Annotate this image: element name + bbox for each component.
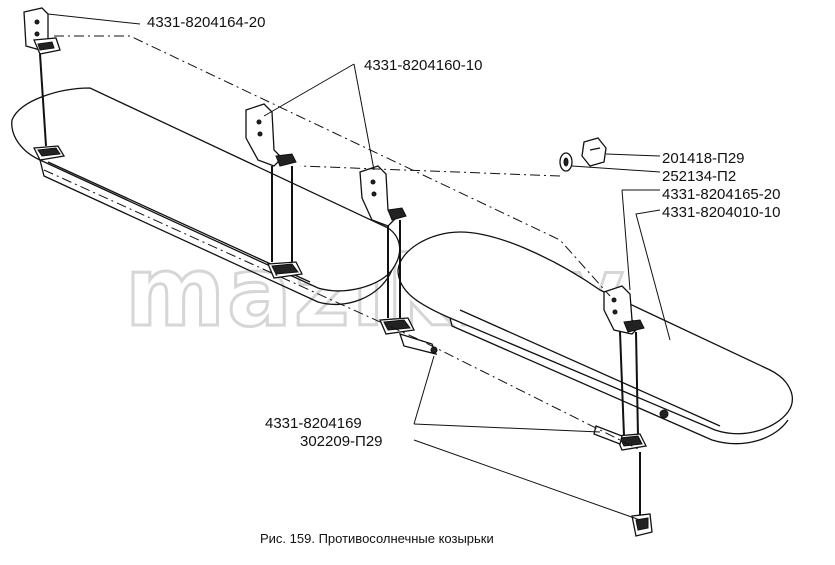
left-visor [11,87,401,306]
assembly-lines [43,35,641,451]
middle-lower-pivot [379,317,438,355]
axes [39,53,641,516]
label-4331-8204010-10: 4331-8204010-10 [662,204,780,221]
label-4331-8204160-10: 4331-8204160-10 [364,57,482,74]
label-4331-8204165-20: 4331-8204165-20 [662,186,780,203]
label-252134-p2: 252134-П2 [662,168,736,185]
right-bracket [603,285,645,335]
label-4331-8204164-20: 4331-8204164-20 [147,14,265,31]
upper-left-bracket [23,7,61,55]
right-visor [397,231,793,445]
bottom-screw [631,513,653,537]
left-visor-pivots [32,145,303,279]
middle-bracket-2 [359,165,407,227]
label-4331-8204169: 4331-8204169 [265,415,362,432]
label-302209-p29: 302209-П29 [300,433,383,450]
bolt-and-washer [559,137,607,172]
label-201418-p29: 201418-П29 [662,150,745,167]
leader-lines [47,13,671,521]
figure-caption: Рис. 159. Противосолнечные козырьки [260,531,494,546]
middle-bracket-1 [245,103,297,167]
